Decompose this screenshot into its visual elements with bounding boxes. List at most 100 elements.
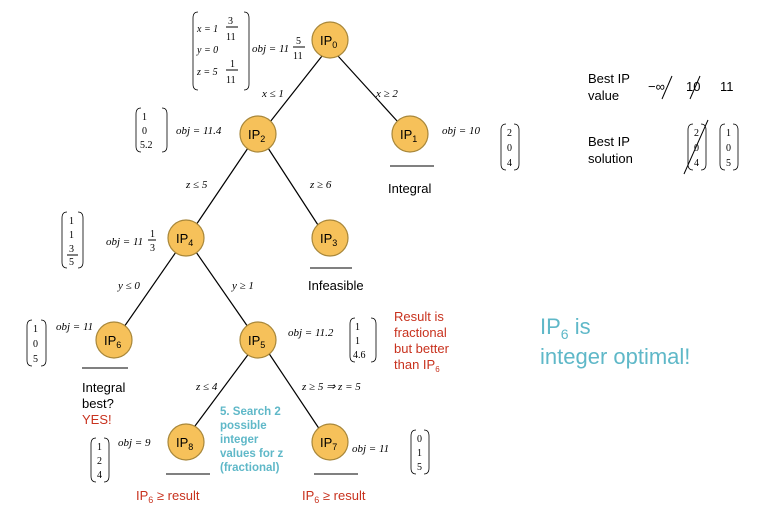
ip0-x-num: 3 xyxy=(228,16,233,27)
ip8-vec-0: 1 xyxy=(97,442,102,453)
edge-ip4-ip6 xyxy=(123,251,177,328)
ip5-solution-vector: 1 1 4.6 xyxy=(349,317,377,363)
ip5-note-line4: than IP6 xyxy=(394,357,440,374)
ip0-x-value: x = 1 xyxy=(196,24,218,35)
ip2-objective: obj = 11.4 xyxy=(176,125,222,137)
branch-label-z-ge-5: z ≥ 5 ⇒ z = 5 xyxy=(301,381,361,393)
best-old-vec-0: 2 xyxy=(694,128,699,139)
edge-ip2-ip4 xyxy=(195,147,249,226)
svg-text:IP8: IP8 xyxy=(176,435,193,452)
node-ip0: IP0 xyxy=(311,21,349,59)
ip6-status-integral: Integral xyxy=(82,380,125,395)
ip8-vec-1: 2 xyxy=(97,456,102,467)
branch-label-z-le-4: z ≤ 4 xyxy=(195,381,218,393)
ip7-solution-vector: 0 1 5 xyxy=(410,429,430,475)
ip1-status-integral: Integral xyxy=(388,181,431,196)
svg-text:IP0: IP0 xyxy=(320,33,337,50)
best-ip-panel: Best IP value −∞ 10 11 Best IP solution … xyxy=(588,71,739,175)
ip4-obj-den: 3 xyxy=(150,243,155,254)
svg-text:IP3: IP3 xyxy=(320,231,337,248)
svg-text:IP7: IP7 xyxy=(320,435,337,452)
ip8-vec-2: 4 xyxy=(97,470,102,481)
ip1-vec-0: 2 xyxy=(507,128,512,139)
search-note-line5: (fractional) xyxy=(220,462,280,474)
best-ip-value-label-1: Best IP xyxy=(588,71,630,86)
best-ip-value-label-2: value xyxy=(588,88,619,103)
ip0-x-den: 11 xyxy=(226,32,236,43)
ip6-vec-0: 1 xyxy=(33,324,38,335)
node-ip7: IP7 xyxy=(311,423,349,461)
best-new-vec-0: 1 xyxy=(726,128,731,139)
search-note-line4: values for z xyxy=(220,448,284,460)
edge-ip0-ip2 xyxy=(269,55,323,123)
ip4-obj-num: 1 xyxy=(150,229,155,240)
search-note-line3: integer xyxy=(220,434,259,446)
edge-ip2-ip3 xyxy=(267,147,319,226)
node-ip2: IP2 xyxy=(239,115,277,153)
ip2-vec-2: 5.2 xyxy=(140,140,153,151)
ip6-vec-1: 0 xyxy=(33,339,38,350)
branch-label-z-le-5: z ≤ 5 xyxy=(185,179,208,191)
svg-text:IP4: IP4 xyxy=(176,231,193,248)
ip2-vec-1: 0 xyxy=(142,126,147,137)
ip0-objective: obj = 11 5 11 xyxy=(252,36,305,62)
best-ip-solution-label-1: Best IP xyxy=(588,134,630,149)
ip5-vec-0: 1 xyxy=(355,322,360,333)
ip4-vec-3: 5 xyxy=(69,257,74,268)
ip4-obj-text: obj = 11 xyxy=(106,236,143,248)
ip7-vec-2: 5 xyxy=(417,462,422,473)
best-old-vec-2: 4 xyxy=(694,158,699,169)
ip6-vec-2: 5 xyxy=(33,354,38,365)
ip1-objective: obj = 10 xyxy=(442,125,480,137)
ip7-vec-1: 1 xyxy=(417,448,422,459)
svg-text:IP2: IP2 xyxy=(248,127,265,144)
best-old-vec-1: 0 xyxy=(694,143,699,154)
tree-edges xyxy=(123,55,399,431)
branch-label-y-ge-1: y ≥ 1 xyxy=(231,280,254,292)
best-ip-solution-old: 2 0 4 xyxy=(683,119,709,175)
search-note-line2: possible xyxy=(220,420,267,432)
ip5-vec-1: 1 xyxy=(355,336,360,347)
ip0-obj-text: obj = 11 xyxy=(252,43,289,55)
branch-label-x-ge-2: x ≥ 2 xyxy=(375,88,398,100)
ip3-status-infeasible: Infeasible xyxy=(308,278,364,293)
edge-ip0-ip1 xyxy=(337,55,399,123)
ip0-z-num: 1 xyxy=(230,59,235,70)
ip6-status-yes: YES! xyxy=(82,412,112,427)
edge-ip5-ip8 xyxy=(191,351,251,431)
ip5-note-line2: fractional xyxy=(394,325,447,340)
ip7-objective: obj = 11 xyxy=(352,443,389,455)
best-new-vec-1: 0 xyxy=(726,143,731,154)
ip4-solution-vector: 1 1 3 5 xyxy=(61,211,84,269)
ip5-objective: obj = 11.2 xyxy=(288,327,334,339)
ip2-vec-0: 1 xyxy=(142,112,147,123)
node-ip5: IP5 xyxy=(239,321,277,359)
node-ip3: IP3 xyxy=(311,219,349,257)
ip6-solution-vector: 1 0 5 xyxy=(26,319,47,367)
branch-label-y-le-0: y ≤ 0 xyxy=(117,280,140,292)
edge-ip4-ip5 xyxy=(195,251,249,328)
ip5-note-line3: but better xyxy=(394,341,450,356)
ip5-note-line1: Result is xyxy=(394,309,444,324)
ip1-vec-1: 0 xyxy=(507,143,512,154)
svg-text:IP5: IP5 xyxy=(248,333,265,350)
best-new-vec-2: 5 xyxy=(726,158,731,169)
svg-text:IP1: IP1 xyxy=(400,127,417,144)
ip0-obj-num: 5 xyxy=(296,36,301,47)
ip4-vec-2: 3 xyxy=(69,244,74,255)
ip0-obj-den: 11 xyxy=(293,51,303,62)
best-ip-value-current: 11 xyxy=(720,79,734,94)
search-note-line1: 5. Search 2 xyxy=(220,406,281,418)
ip8-solution-vector: 1 2 4 xyxy=(90,437,110,483)
node-ip1: IP1 xyxy=(391,115,429,153)
ip0-solution-vector: x = 1 3 11 y = 0 z = 5 1 11 xyxy=(192,11,250,91)
ip4-vec-1: 1 xyxy=(69,230,74,241)
ip0-z-value: z = 5 xyxy=(196,67,218,78)
ip6-status-best: best? xyxy=(82,396,114,411)
ip2-solution-vector: 1 0 5.2 xyxy=(135,107,168,153)
branch-label-x-le-1: x ≤ 1 xyxy=(261,88,284,100)
ip6-objective: obj = 11 xyxy=(56,321,93,333)
node-ip8: IP8 xyxy=(167,423,205,461)
branch-label-z-ge-6: z ≥ 6 xyxy=(309,179,332,191)
